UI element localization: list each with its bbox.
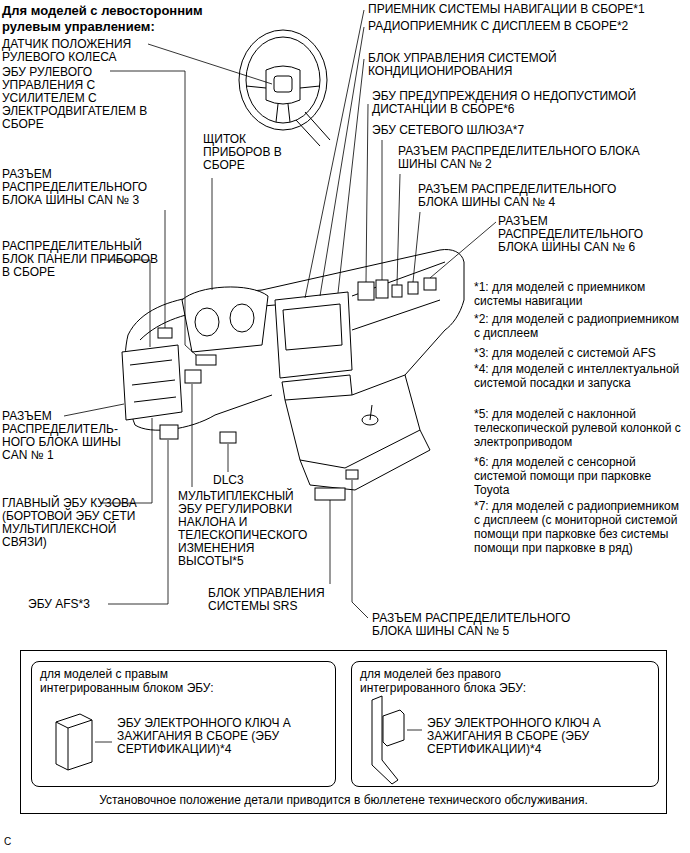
shifter-lever bbox=[370, 405, 372, 420]
part-label: РАЗЪЕМ РАСПРЕДЕЛИТЕЛЬНОГО БЛОКА ШИНЫ CAN… bbox=[418, 183, 646, 209]
ecu-module-icon bbox=[383, 710, 404, 746]
gateway-ecu bbox=[376, 280, 388, 298]
part-label: БЛОК УПРАВЛЕНИЯ СИСТЕМЫ SRS bbox=[208, 587, 348, 613]
footnote: *1: для моделей с приемником системы нав… bbox=[474, 280, 682, 308]
steering-wheel bbox=[239, 30, 330, 146]
part-label: ЭБУ ЭЛЕКТРОННОГО КЛЮЧ А ЗАЖИГАНИЯ В СБОР… bbox=[427, 717, 607, 756]
part-label: РАЗЪЕМ РАСПРЕДЕЛИТЕЛЬНОГО БЛОКА ШИНЫ CAN… bbox=[498, 215, 680, 254]
leader-line bbox=[407, 730, 422, 731]
cluster-dial bbox=[230, 304, 254, 332]
leader-line bbox=[366, 104, 368, 282]
key-ecu-icons bbox=[56, 696, 422, 784]
srs-unit bbox=[315, 488, 345, 500]
wheel-rim bbox=[239, 30, 327, 130]
leader-line bbox=[64, 404, 124, 416]
leader-line bbox=[430, 222, 496, 278]
warning-ecu bbox=[358, 282, 374, 300]
leader-line bbox=[352, 480, 368, 618]
footnote: *3: для моделей с системой AFS bbox=[474, 346, 682, 360]
eps-ecu bbox=[196, 355, 216, 365]
leader-line bbox=[320, 27, 364, 296]
note-frame: Установочное положение детали приводится… bbox=[20, 650, 667, 814]
center-console bbox=[285, 375, 420, 468]
wheel-sensor bbox=[274, 76, 292, 92]
figure-code: C bbox=[4, 836, 11, 848]
footnote: *6: для моделей с сенсорной системой пом… bbox=[474, 455, 682, 497]
part-label: РАЗЪЕМ РАСПРЕДЕЛИТЕЛЬ- НОГО БЛОКА ШИНЫ C… bbox=[2, 410, 134, 462]
leader-line bbox=[305, 10, 364, 298]
wheel-rim-inner bbox=[246, 37, 320, 123]
part-label: ПРИЕМНИК СИСТЕМЫ НАВИГАЦИИ В СБОРЕ*1 bbox=[368, 3, 645, 16]
part-label: ГЛАВНЫЙ ЭБУ КУЗОВА (БОРТОВОЙ ЭБУ СЕТИ МУ… bbox=[2, 497, 148, 549]
variant-box: для моделей без правого интегрированного… bbox=[351, 661, 659, 787]
part-label: ЩИТОК ПРИБОРОВ В СБОРЕ bbox=[203, 133, 285, 172]
dash-right-edge bbox=[405, 330, 445, 375]
ecu-module-icon bbox=[56, 714, 92, 770]
part-label: РАЗЪЕМ РАСПРЕДЕЛИТЕЛЬНОГО БЛОКА ШИНЫ CAN… bbox=[398, 145, 675, 171]
components bbox=[122, 278, 436, 500]
instrument-cluster bbox=[182, 287, 268, 352]
leader-line bbox=[192, 384, 193, 487]
junction-block bbox=[122, 345, 182, 420]
leader-line bbox=[330, 500, 331, 584]
box-heading: для моделей с правым интегрированным бло… bbox=[40, 667, 250, 695]
center-stack bbox=[275, 292, 352, 378]
leader-line bbox=[100, 260, 150, 347]
part-label: РАДИОПРИЕМНИК С ДИСПЛЕЕМ В СБОРЕ*2 bbox=[368, 20, 628, 33]
part-label: БЛОК УПРАВЛЕНИЯ СИСТЕМОЙ КОНДИЦИОНИРОВАН… bbox=[368, 52, 583, 78]
leader-line bbox=[397, 174, 400, 285]
can-connector bbox=[346, 470, 358, 479]
leader-line bbox=[165, 210, 166, 328]
footnote: *5: для моделей с наклонной телескопичес… bbox=[474, 407, 682, 449]
leader-line bbox=[95, 742, 112, 743]
footnote: *2: для моделей с радиоприемником с дисп… bbox=[474, 312, 682, 340]
part-label: ЭБУ AFS*3 bbox=[28, 598, 90, 611]
variant-box: для моделей с правым интегрированным бло… bbox=[31, 661, 336, 787]
tilt-ecu bbox=[185, 370, 201, 383]
part-label: РАЗЪЕМ РАСПРЕДЕЛИТЕЛЬНОГО БЛОКА ШИНЫ CAN… bbox=[372, 612, 604, 638]
leader-line bbox=[212, 178, 213, 290]
part-label: ЭБУ РУЛЕВОГО УПРАВЛЕНИЯ С УСИЛИТЕЛЕМ С Э… bbox=[2, 66, 160, 131]
part-label: РАСПРЕДЕЛИТЕЛЬНЫЙ БЛОК ПАНЕЛИ ПРИБОРОВ В… bbox=[2, 240, 160, 279]
part-label: ЭБУ СЕТЕВОГО ШЛЮЗА*7 bbox=[372, 124, 524, 137]
display-screen bbox=[283, 304, 342, 350]
footnote: *7: для моделей с радиоприемником с дисп… bbox=[474, 499, 682, 555]
footnote: *4: для моделей с интеллектуальной систе… bbox=[474, 362, 682, 390]
part-label: DLC3 bbox=[213, 474, 244, 487]
leader-line bbox=[338, 59, 364, 293]
leader-line bbox=[148, 44, 272, 84]
diagram-title: Для моделей с левосторонним рулевым упра… bbox=[2, 3, 242, 35]
note-text: Установочное положение детали приводится… bbox=[21, 793, 666, 807]
can-connector bbox=[158, 328, 172, 338]
cluster-dial bbox=[195, 308, 219, 336]
ecu-module-edges bbox=[56, 720, 92, 770]
console-lid bbox=[300, 430, 430, 490]
leader-line bbox=[228, 444, 229, 472]
can-connector bbox=[408, 282, 418, 294]
can-connector bbox=[392, 285, 402, 297]
climate-panel bbox=[282, 375, 352, 400]
wheel-hub bbox=[266, 66, 300, 104]
part-label: ЭБУ ЭЛЕКТРОННОГО КЛЮЧ А ЗАЖИГАНИЯ В СБОР… bbox=[117, 717, 292, 756]
can-connector bbox=[424, 278, 436, 290]
steering-column bbox=[296, 112, 330, 146]
junction-block-detail bbox=[130, 360, 176, 402]
part-label: МУЛЬТИПЛЕКСНЫЙ ЭБУ РЕГУЛИРОВКИ НАКЛОНА И… bbox=[178, 490, 320, 568]
part-label: РАЗЪЕМ РАСПРЕДЕЛИТЕЛЬНОГО БЛОКА ШИНЫ CAN… bbox=[2, 168, 160, 207]
box-heading: для моделей без правого интегрированного… bbox=[360, 667, 575, 695]
leader-line bbox=[382, 140, 383, 280]
part-label: ДАТЧИК ПОЛОЖЕНИЯ РУЛЕВОГО КОЛЕСА bbox=[2, 38, 147, 64]
part-label: ЭБУ ПРЕДУПРЕЖДЕНИЯ О НЕДОПУСТИМОЙ ДИСТАН… bbox=[372, 90, 670, 116]
leader-line bbox=[413, 212, 420, 282]
dlc3-connector bbox=[220, 432, 236, 443]
afs-ecu bbox=[160, 425, 178, 439]
